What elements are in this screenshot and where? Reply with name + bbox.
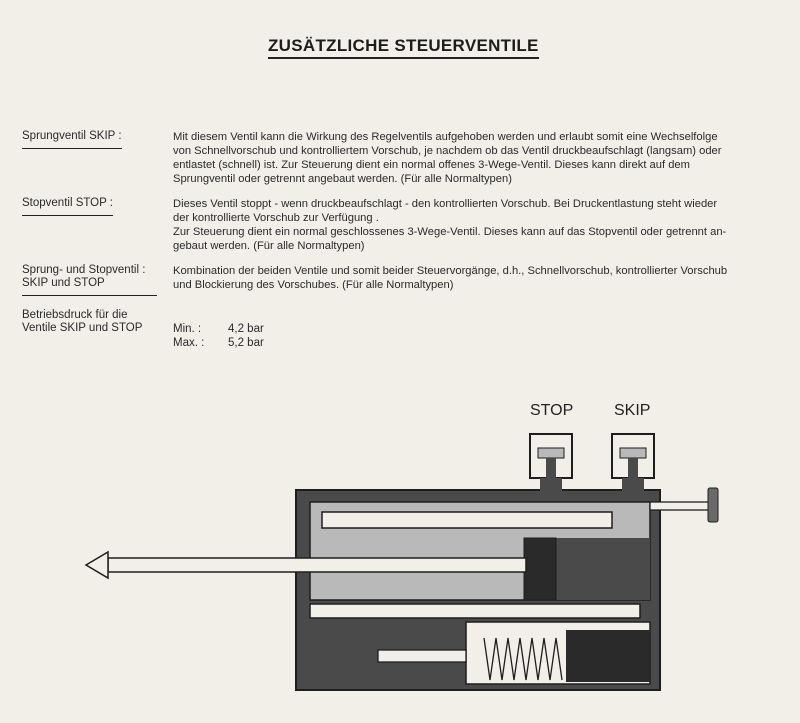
term-stop: Stopventil STOP : bbox=[22, 197, 162, 216]
piston-rod bbox=[84, 550, 527, 580]
adjusting-knob bbox=[649, 487, 719, 523]
term-skip-stop: Sprung- und Stopventil : SKIP und STOP bbox=[22, 264, 162, 296]
cylinder-housing bbox=[295, 489, 661, 691]
spring bbox=[377, 637, 563, 681]
desc-skip-stop: Kombination der beiden Ventile und somit… bbox=[173, 265, 728, 291]
label-skip: SKIP bbox=[614, 402, 650, 419]
arrow-left-icon bbox=[84, 550, 109, 580]
desc-stop: Dieses Ventil stoppt - wenn druckbeaufsc… bbox=[173, 198, 727, 252]
label-stop: STOP bbox=[530, 402, 573, 419]
stop-valve bbox=[529, 433, 573, 492]
skip-valve bbox=[611, 433, 655, 492]
desc-skip: Mit diesem Ventil kann die Wirkung des R… bbox=[173, 131, 722, 185]
term-pressure: Betriebsdruck für die Ventile SKIP und S… bbox=[22, 309, 143, 334]
pressure-values: Min. :4,2 bar Max. :5,2 bar bbox=[173, 323, 264, 349]
valve-diagram: STOP SKIP bbox=[0, 390, 800, 718]
valve-diagram-svg: STOP SKIP bbox=[84, 402, 719, 691]
page-title: ZUSÄTZLICHE STEUERVENTILE bbox=[268, 36, 539, 59]
term-skip: Sprungventil SKIP : bbox=[22, 130, 162, 149]
